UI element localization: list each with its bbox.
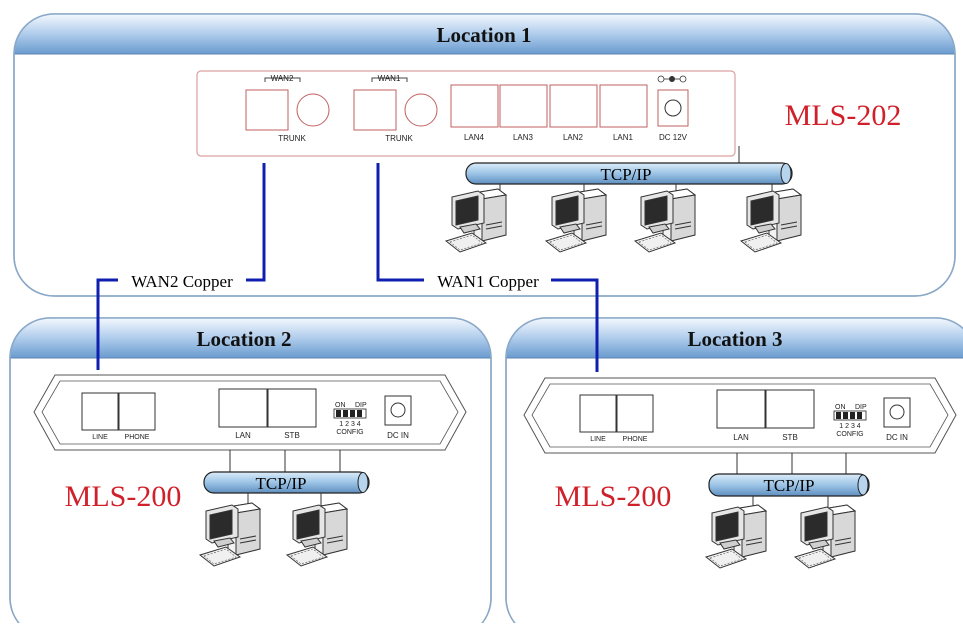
- tcp-ip-label-location-3: TCP/IP: [763, 476, 814, 495]
- config-label: CONFIG: [836, 431, 863, 438]
- stb-port-label: STB: [782, 433, 798, 442]
- location-2-title: Location 2: [196, 327, 291, 351]
- dc-12v-label: DC 12V: [659, 133, 688, 142]
- location-2-panel: Location 2: [9, 317, 492, 628]
- wan1-port-label: WAN1: [378, 74, 401, 83]
- tcp-ip-bus-location-2: TCP/IP: [203, 471, 370, 494]
- dc-in-label: DC IN: [886, 433, 908, 442]
- location-3-panel: Location 3: [505, 317, 963, 628]
- location-1-title: Location 1: [436, 23, 531, 47]
- dip-numbers: 1 2 3 4: [839, 423, 861, 430]
- dc-in-label: DC IN: [387, 431, 409, 440]
- lan-port-label: LAN: [235, 431, 251, 440]
- lan-port-label: LAN: [733, 433, 749, 442]
- wan1-copper-link: WAN1 Copper: [376, 163, 599, 372]
- location-1-header: [14, 14, 955, 54]
- wan2-port-label: WAN2: [271, 74, 294, 83]
- mls-200-model-label-location-3: MLS-200: [555, 480, 672, 513]
- mls-200-device-location-2: LINE PHONE LAN STB ON DIP 1 2 3 4 CONFIG…: [33, 374, 467, 451]
- trunk-label-wan1: TRUNK: [385, 134, 413, 143]
- mls-202-model-label: MLS-202: [785, 99, 902, 132]
- location-2-header: [10, 318, 491, 358]
- phone-port-label: PHONE: [125, 434, 150, 441]
- location-3-title: Location 3: [687, 327, 782, 351]
- lan1-label: LAN1: [613, 133, 634, 142]
- tcp-ip-label-location-1: TCP/IP: [600, 165, 651, 184]
- tcp-ip-bus-location-3: TCP/IP: [708, 473, 870, 497]
- dip-switch-icon: [333, 408, 367, 419]
- lan3-label: LAN3: [513, 133, 534, 142]
- line-port-label: LINE: [590, 436, 606, 443]
- wan2-copper-link: WAN2 Copper: [96, 163, 266, 370]
- lan4-label: LAN4: [464, 133, 485, 142]
- dip-numbers: 1 2 3 4: [339, 421, 361, 428]
- dip-label: DIP: [355, 402, 367, 409]
- stb-port-label: STB: [284, 431, 300, 440]
- dc-polarity-icon: [657, 75, 687, 83]
- location-3-header: [506, 318, 963, 358]
- wan1-copper-label: WAN1 Copper: [437, 272, 539, 291]
- dip-on-label: ON: [335, 402, 346, 409]
- trunk-label-wan2: TRUNK: [278, 134, 306, 143]
- wan2-copper-label: WAN2 Copper: [131, 272, 233, 291]
- config-label: CONFIG: [336, 429, 363, 436]
- mls-202-device: WAN2 TRUNK WAN1 TRUNK LAN4 LAN3 LAN2 LAN…: [196, 70, 736, 157]
- dip-label: DIP: [855, 404, 867, 411]
- mls-200-device-location-3: LINE PHONE LAN STB ON DIP 1 2 3 4 CONFIG…: [523, 377, 957, 454]
- tcp-ip-label-location-2: TCP/IP: [255, 474, 306, 493]
- lan2-label: LAN2: [563, 133, 584, 142]
- mls-200-model-label-location-2: MLS-200: [65, 480, 182, 513]
- phone-port-label: PHONE: [623, 436, 648, 443]
- dip-on-label: ON: [835, 404, 846, 411]
- dip-switch-icon: [833, 410, 867, 421]
- tcp-ip-bus-location-1: TCP/IP: [465, 162, 793, 185]
- line-port-label: LINE: [92, 434, 108, 441]
